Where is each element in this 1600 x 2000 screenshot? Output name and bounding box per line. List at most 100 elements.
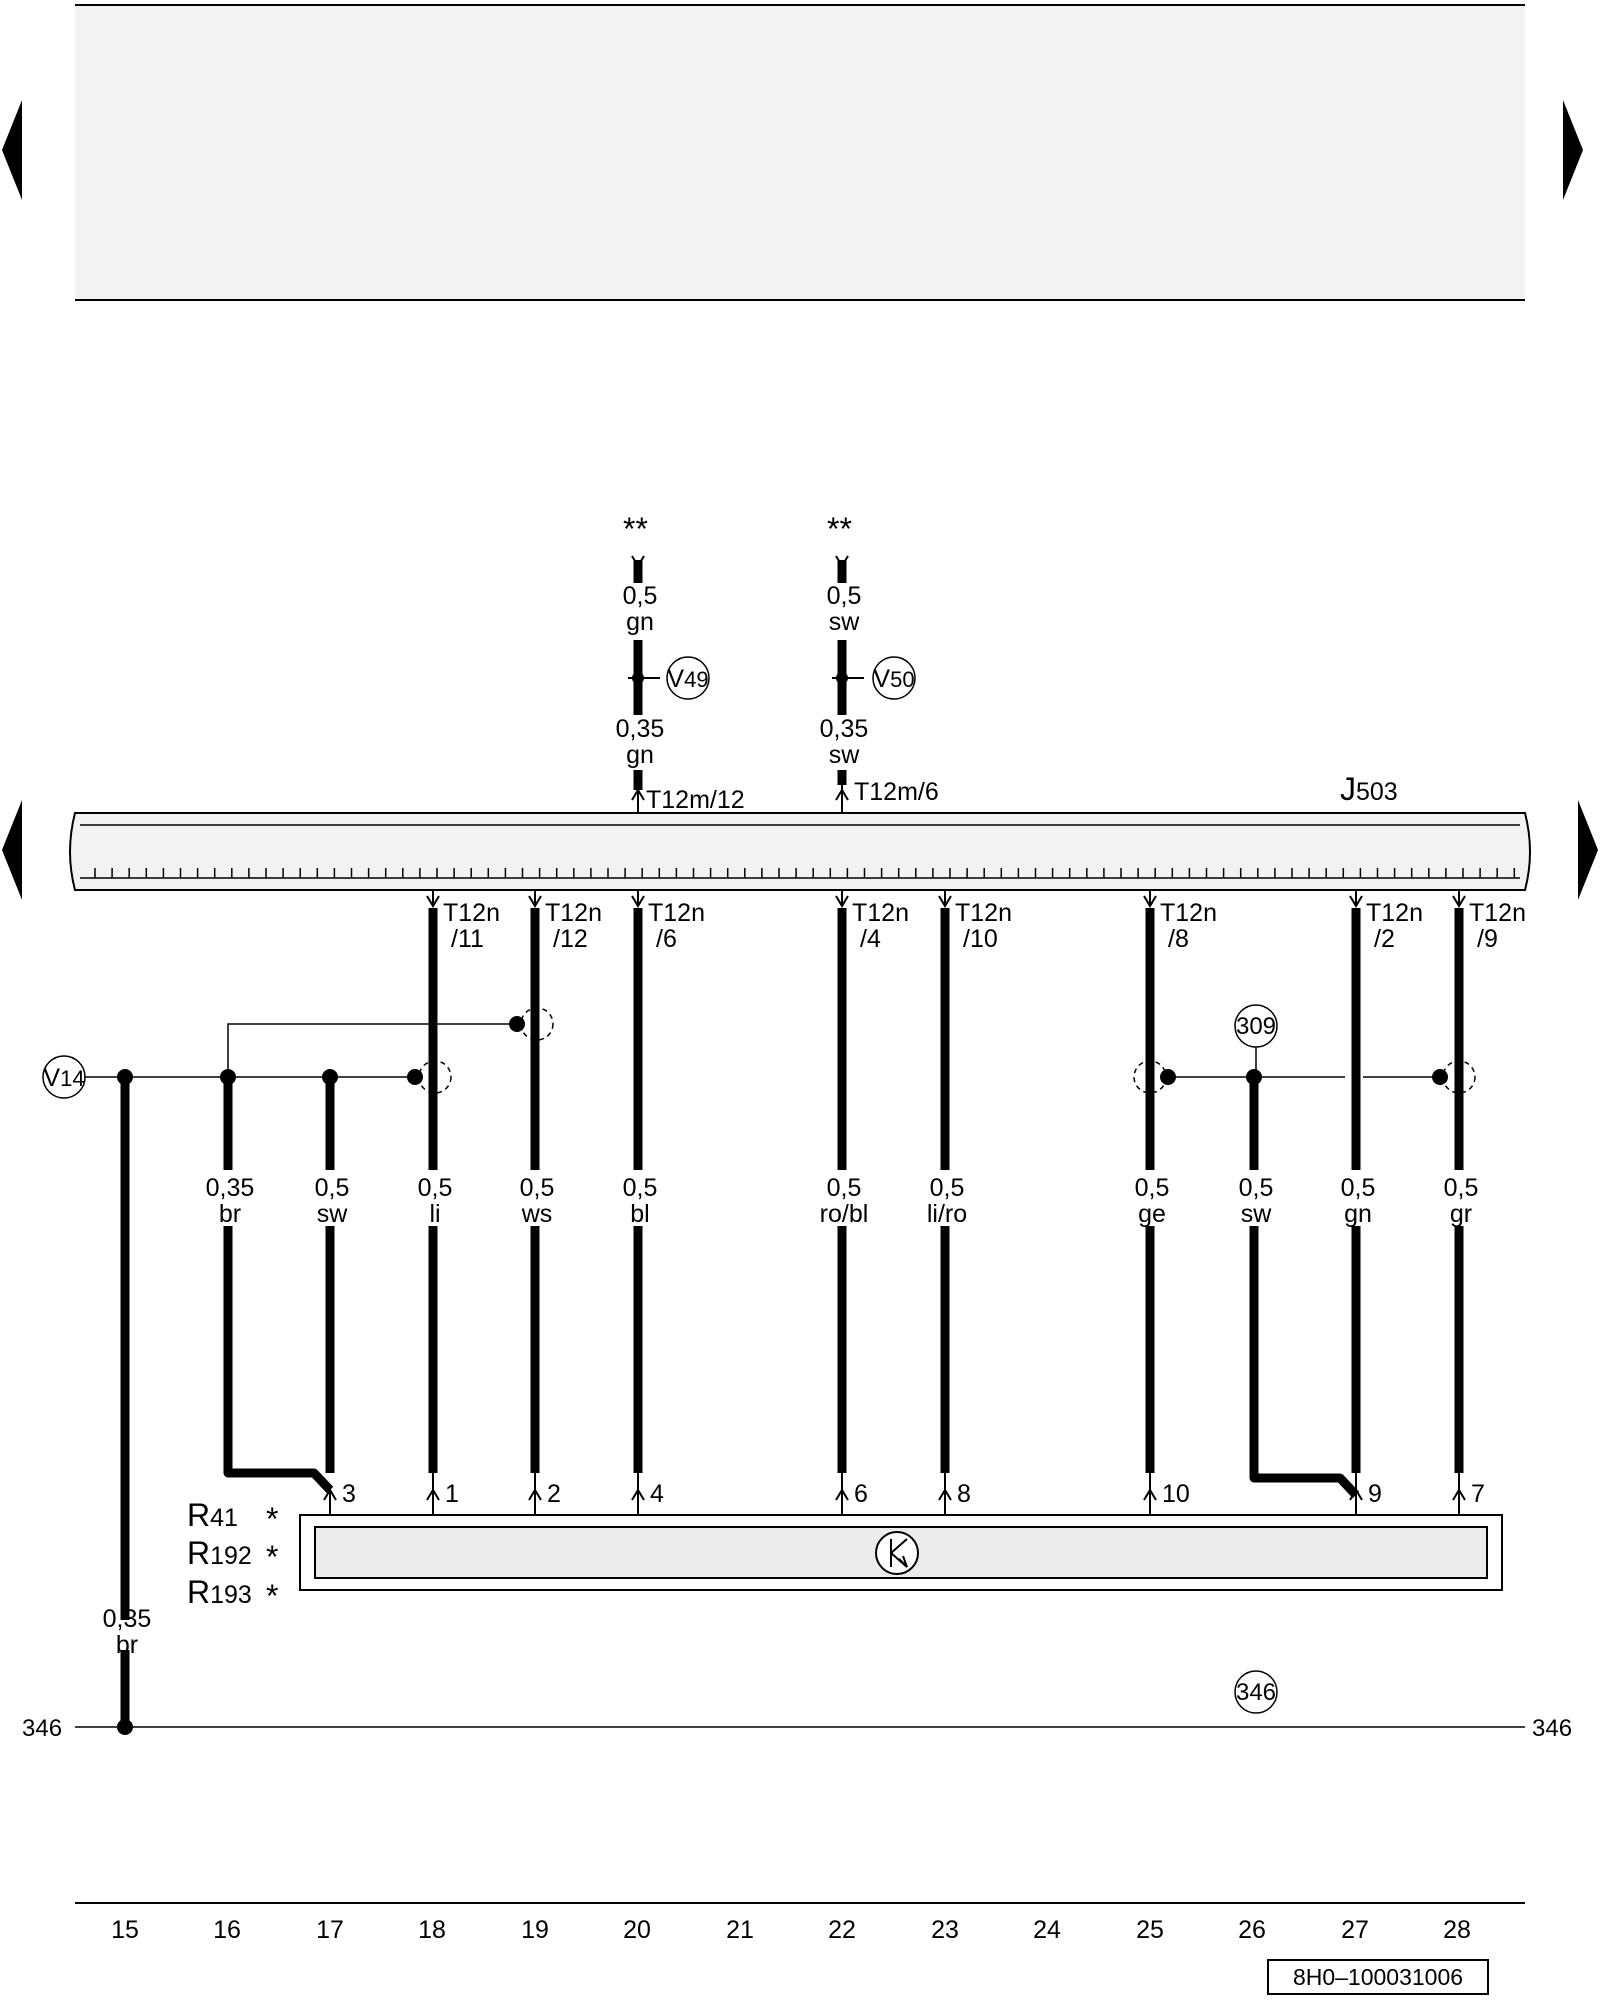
svg-text:T12n: T12n xyxy=(955,899,1012,927)
svg-text:309: 309 xyxy=(1236,1013,1276,1040)
wire-size: 0,5 xyxy=(930,1174,965,1202)
bus-ref-left: 346 xyxy=(22,1715,62,1742)
svg-text:21: 21 xyxy=(726,1916,754,1944)
svg-text:T12n: T12n xyxy=(648,899,705,927)
wire-br-16 xyxy=(223,1077,334,1494)
wire-color: li xyxy=(429,1200,440,1228)
svg-text:26: 26 xyxy=(1238,1916,1266,1944)
svg-text:0,35: 0,35 xyxy=(820,715,869,743)
header-panel xyxy=(75,5,1525,300)
svg-text:16: 16 xyxy=(213,1916,241,1944)
svg-text:gn: gn xyxy=(626,741,654,769)
wire-label: 0,5gn xyxy=(1322,1170,1390,1228)
wire-label-backing xyxy=(604,1170,672,1226)
wire-color: gr xyxy=(1450,1200,1472,1228)
pin-arrows xyxy=(323,1488,1466,1515)
wire-label: 0,5bl xyxy=(604,1170,672,1228)
asterisk: * xyxy=(266,1539,278,1575)
svg-text:/2: /2 xyxy=(1374,925,1395,953)
asterisk: * xyxy=(266,1501,278,1537)
wire-label: 0,5sw xyxy=(1220,1170,1288,1228)
svg-text:/10: /10 xyxy=(963,925,998,953)
wire-labels: 0,35br0,5sw0,5li0,5ws0,5bl0,5ro/bl0,5li/… xyxy=(194,1170,1493,1228)
svg-text:15: 15 xyxy=(111,1916,139,1944)
label-r193: R193 xyxy=(187,1574,252,1610)
wire-label-backing xyxy=(1322,1170,1390,1226)
wire-size: 0,5 xyxy=(827,1174,862,1202)
wire-label: 0,5gr xyxy=(1425,1170,1493,1228)
svg-text:2: 2 xyxy=(547,1480,561,1508)
wire-label-backing xyxy=(296,1170,364,1226)
doc-code-box xyxy=(1267,1959,1489,1995)
connector-t12m-12: T12m/12 xyxy=(646,786,745,814)
doc-code: 8H0–100031006 xyxy=(1293,1964,1463,1990)
control-unit-ticks xyxy=(94,868,1516,878)
wire-label-backing xyxy=(911,1170,979,1226)
connector-t12m-6: T12m/6 xyxy=(854,778,939,806)
svg-text:0,5: 0,5 xyxy=(623,582,658,610)
svg-text:T12n: T12n xyxy=(443,899,500,927)
wire-size: 0,5 xyxy=(520,1174,555,1202)
prev-page-icon[interactable] xyxy=(2,100,22,200)
t12n-labels: T12n /11 T12n /12 T12n /6 T12n /4 T12n /… xyxy=(443,899,1526,953)
top-wire-stars: ** xyxy=(623,511,648,547)
pin-numbers: 3 1 2 4 6 8 10 9 7 xyxy=(342,1480,1485,1508)
marker-309: 309 xyxy=(1234,1004,1278,1048)
svg-text:sw: sw xyxy=(829,741,861,769)
svg-text:/11: /11 xyxy=(451,925,484,953)
wire-label: 0,5ge xyxy=(1116,1170,1184,1228)
top-wire-stars: ** xyxy=(827,511,852,547)
svg-text:T12n: T12n xyxy=(1469,899,1526,927)
top-wire-v50: ** 0,5 sw 0,35 sw T12m/6 xyxy=(820,511,939,813)
wire-color: br xyxy=(219,1200,241,1228)
control-unit-j503 xyxy=(69,812,1531,891)
wire-size: 0,5 xyxy=(1135,1174,1170,1202)
svg-text:V50: V50 xyxy=(873,665,914,693)
svg-text:V49: V49 xyxy=(667,665,708,693)
svg-text:/4: /4 xyxy=(860,925,881,953)
svg-text:0,35: 0,35 xyxy=(616,715,665,743)
svg-text:22: 22 xyxy=(828,1916,856,1944)
wire-label-backing xyxy=(808,1170,876,1226)
transistor-icon xyxy=(875,1531,919,1575)
svg-text:sw: sw xyxy=(829,608,861,636)
svg-text:V14: V14 xyxy=(43,1064,84,1092)
svg-text:3: 3 xyxy=(342,1480,356,1508)
svg-text:1: 1 xyxy=(445,1480,459,1508)
marker-v49: V49 xyxy=(666,656,710,700)
svg-text:18: 18 xyxy=(418,1916,446,1944)
wire-label: 0,5ws xyxy=(501,1170,569,1228)
wire-label: 0,5sw xyxy=(296,1170,364,1228)
prev-section-icon[interactable] xyxy=(2,800,22,900)
wire-label-backing xyxy=(194,1170,262,1226)
label-j503: J503 xyxy=(1340,771,1398,807)
wire-label-backing xyxy=(1116,1170,1184,1226)
svg-text:T12n: T12n xyxy=(1366,899,1423,927)
splice-dot xyxy=(1432,1069,1448,1085)
wire-color: li/ro xyxy=(927,1200,967,1228)
next-section-icon[interactable] xyxy=(1578,800,1598,900)
svg-text:4: 4 xyxy=(650,1480,664,1508)
wire-color: ge xyxy=(1138,1200,1166,1228)
marker-346: 346 xyxy=(1234,1670,1278,1714)
svg-text:/9: /9 xyxy=(1477,925,1498,953)
component-r41 xyxy=(299,1514,1503,1591)
wire-label-backing xyxy=(1220,1170,1288,1226)
wire-sw-26 xyxy=(1249,1077,1360,1499)
asterisk: * xyxy=(266,1578,278,1614)
wire-size: 0,5 xyxy=(1341,1174,1376,1202)
splice-dot xyxy=(1160,1069,1176,1085)
wire-label: 0,5li xyxy=(399,1170,467,1228)
label-r192: R192 xyxy=(187,1535,252,1571)
wire-color: sw xyxy=(317,1200,349,1228)
next-page-icon[interactable] xyxy=(1563,100,1583,200)
svg-text:/8: /8 xyxy=(1168,925,1189,953)
label-r41: R41 xyxy=(187,1497,238,1533)
wire-size: 0,5 xyxy=(1444,1174,1479,1202)
wire-color: sw xyxy=(1241,1200,1273,1228)
wire-size: 0,5 xyxy=(1239,1174,1274,1202)
svg-text:27: 27 xyxy=(1341,1916,1369,1944)
wire-label-backing xyxy=(501,1170,569,1226)
ground-wire-color: br xyxy=(116,1631,138,1659)
